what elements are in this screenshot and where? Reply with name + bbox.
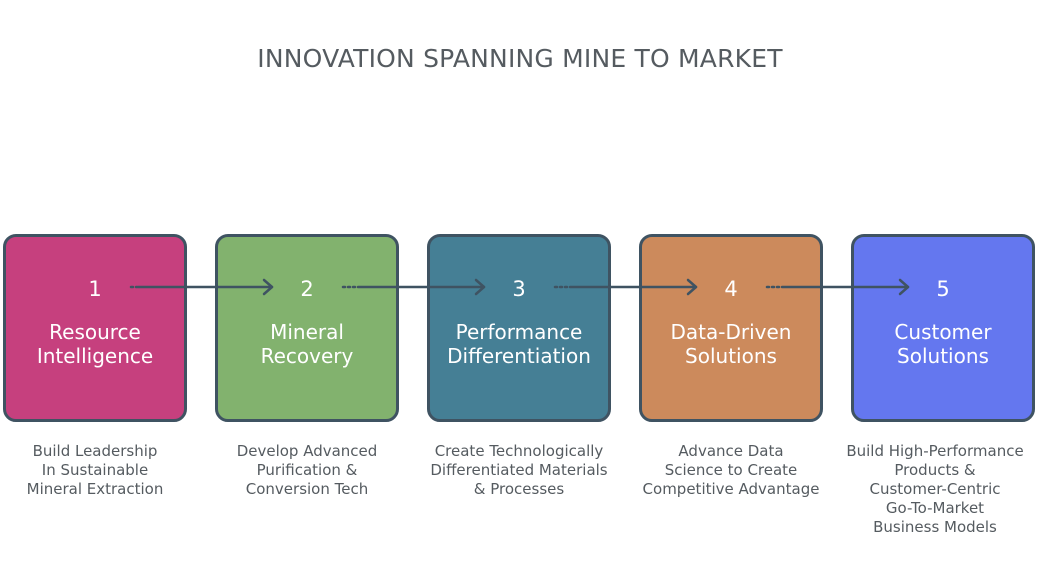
stage-label: Mineral Recovery — [218, 320, 396, 368]
diagram-title: INNOVATION SPANNING MINE TO MARKET — [257, 44, 783, 73]
stage-description-performance-differentiation: Create Technologically Differentiated Ma… — [414, 442, 624, 499]
stage-box-performance-differentiation: 3 Performance Differentiation — [427, 234, 611, 422]
stage-label-line: Solutions — [897, 344, 989, 368]
stage-description-customer-solutions: Build High-Performance Products & Custom… — [832, 442, 1038, 537]
stage-description-data-driven-solutions: Advance Data Science to Create Competiti… — [626, 442, 836, 499]
description-line: Advance Data — [678, 442, 784, 460]
stage-number: 5 — [936, 277, 950, 301]
description-line: Science to Create — [664, 461, 798, 479]
stage-description-mineral-recovery: Develop Advanced Purification & Conversi… — [202, 442, 412, 499]
stage-label-line: Solutions — [685, 344, 777, 368]
stage-label-line: Intelligence — [36, 344, 154, 368]
description-line: Products & — [894, 461, 976, 479]
stage-label-line: Performance — [455, 320, 583, 344]
description-line: & Processes — [473, 480, 565, 498]
stage-number: 1 — [88, 277, 102, 301]
stage-box-data-driven-solutions: 4 Data-Driven Solutions — [639, 234, 823, 422]
stage-label-line: Mineral — [270, 320, 344, 344]
stage-box-customer-solutions: 5 Customer Solutions — [851, 234, 1035, 422]
stage-label: Data-Driven Solutions — [642, 320, 820, 368]
stage-number: 3 — [512, 277, 526, 301]
description-line: In Sustainable — [41, 461, 149, 479]
stage-label: Customer Solutions — [854, 320, 1032, 368]
description-line: Purification & — [256, 461, 358, 479]
stage-label-line: Resource — [49, 320, 141, 344]
description-line: Competitive Advantage — [642, 480, 820, 498]
stage-number: 4 — [724, 277, 738, 301]
stage-label-line: Differentiation — [447, 344, 591, 368]
stage-label-line: Customer — [894, 320, 992, 344]
description-line: Build High-Performance — [846, 442, 1024, 460]
description-line: Conversion Tech — [245, 480, 369, 498]
stage-label-line: Recovery — [260, 344, 354, 368]
stage-box-mineral-recovery: 2 Mineral Recovery — [215, 234, 399, 422]
description-line: Mineral Extraction — [26, 480, 164, 498]
description-line: Build Leadership — [32, 442, 158, 460]
stage-description-resource-intelligence: Build Leadership In Sustainable Mineral … — [0, 442, 200, 499]
description-line: Go-To-Market — [885, 499, 985, 517]
stage-label: Performance Differentiation — [430, 320, 608, 368]
description-line: Customer-Centric — [869, 480, 1001, 498]
description-line: Business Models — [873, 518, 997, 536]
description-line: Develop Advanced — [236, 442, 378, 460]
description-line: Differentiated Materials — [430, 461, 608, 479]
stage-box-resource-intelligence: 1 Resource Intelligence — [3, 234, 187, 422]
stage-label-line: Data-Driven — [670, 320, 792, 344]
stage-number: 2 — [300, 277, 314, 301]
description-line: Create Technologically — [434, 442, 604, 460]
stage-label: Resource Intelligence — [6, 320, 184, 368]
